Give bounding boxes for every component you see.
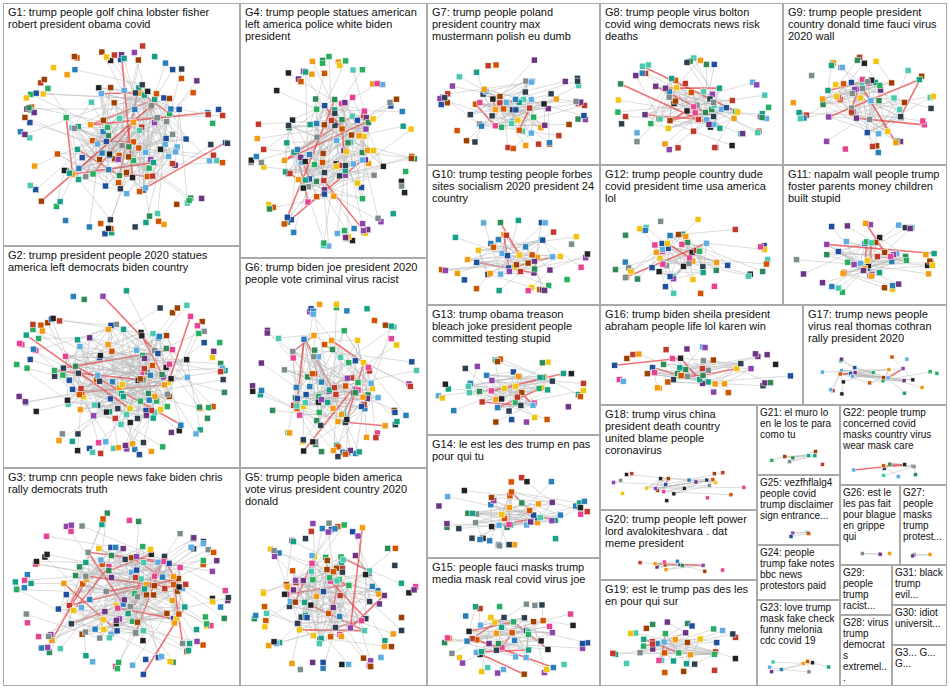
graph-canvas: G1: trump people golf china lobster fish… [0,0,950,688]
